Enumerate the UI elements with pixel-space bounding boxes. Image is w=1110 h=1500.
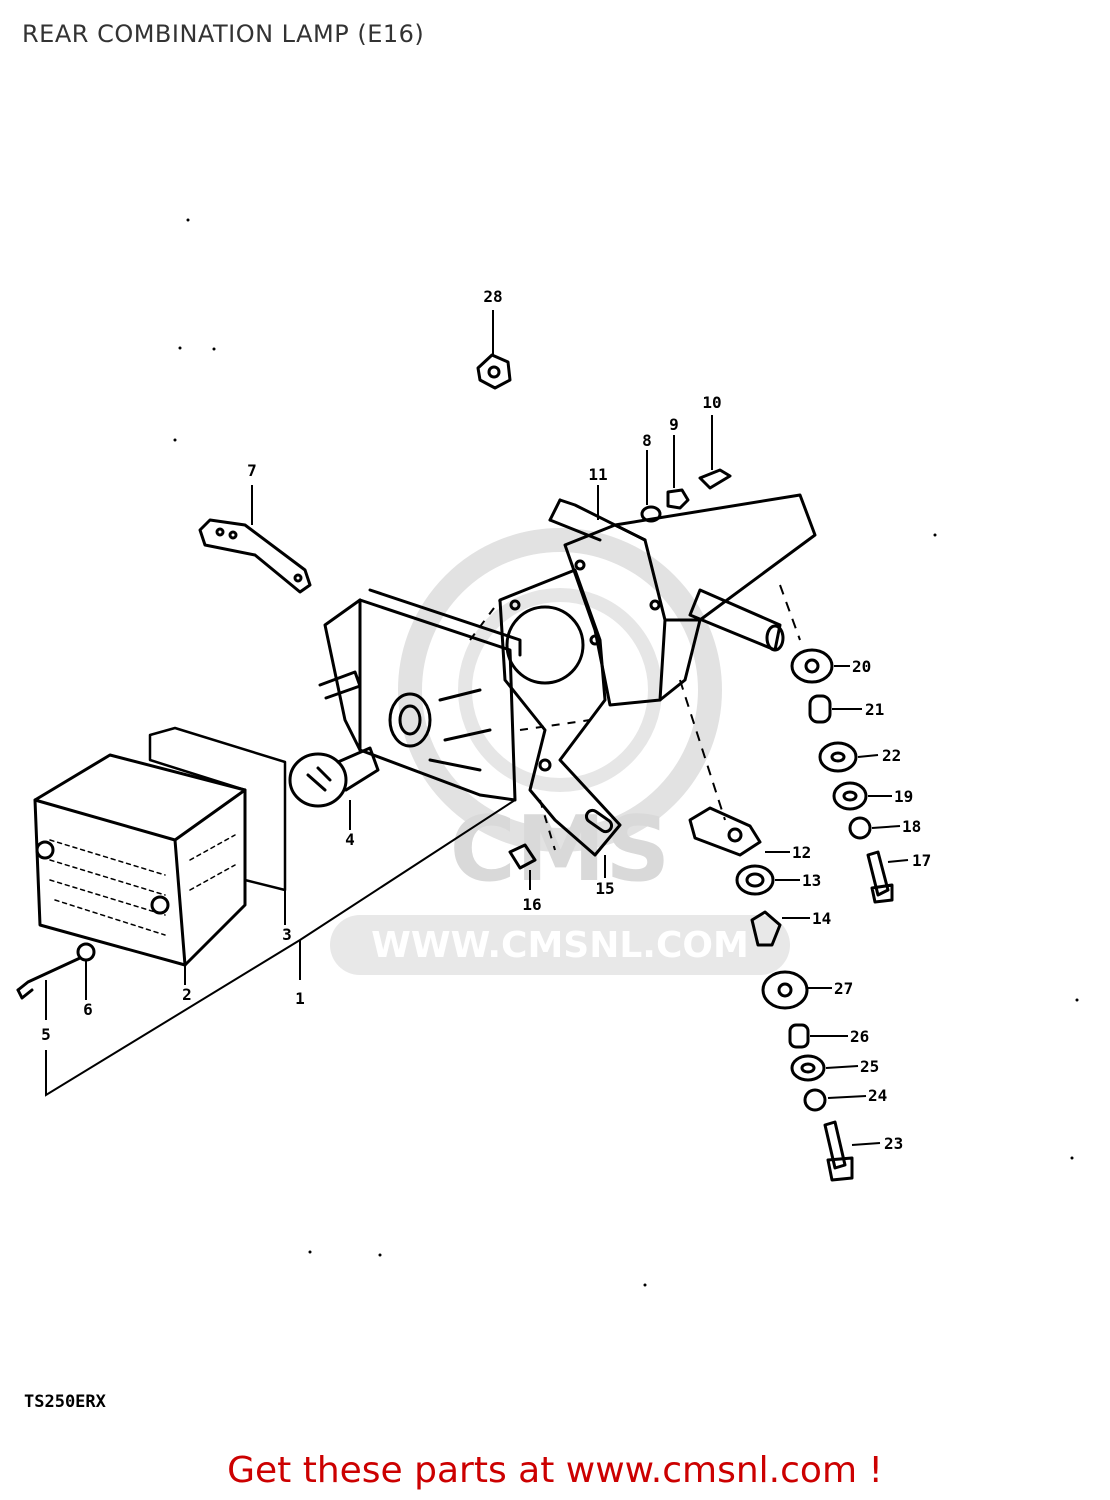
callout-21: 21 — [865, 700, 884, 719]
bolt-17 — [866, 850, 894, 904]
lamp-lens — [33, 753, 247, 967]
screw-16 — [508, 843, 537, 870]
callout-28: 28 — [483, 287, 502, 306]
callout-16: 16 — [522, 895, 541, 914]
collar-14 — [750, 910, 782, 947]
bulb — [288, 746, 380, 808]
nut-18 — [848, 816, 872, 840]
grommet-20 — [790, 648, 834, 684]
lamp-housing — [318, 588, 522, 802]
callout-5: 5 — [41, 1025, 51, 1044]
bolt-23 — [823, 1120, 854, 1182]
callout-22: 22 — [882, 746, 901, 765]
callout-11: 11 — [588, 465, 607, 484]
footer-link[interactable]: Get these parts at www.cmsnl.com ! — [227, 1450, 883, 1491]
callout-26: 26 — [850, 1027, 869, 1046]
callout-23: 23 — [884, 1134, 903, 1153]
callout-7: 7 — [247, 461, 257, 480]
page-title: REAR COMBINATION LAMP (E16) — [22, 20, 425, 48]
frame-11 — [548, 493, 817, 707]
cap-28 — [476, 353, 512, 390]
washer-22 — [818, 741, 858, 773]
bolt-5 — [16, 956, 82, 1000]
callout-17: 17 — [912, 851, 931, 870]
nut-6 — [76, 942, 96, 962]
watermark-url: WWW.CMSNL.COM — [371, 925, 749, 966]
callout-24: 24 — [868, 1086, 887, 1105]
screw-10 — [698, 468, 732, 490]
callout-9: 9 — [669, 415, 679, 434]
scan-specks — [173, 218, 1079, 1287]
callout-8: 8 — [642, 431, 652, 450]
washer-8 — [640, 505, 662, 523]
callout-1: 1 — [295, 989, 305, 1008]
callout-3: 3 — [282, 925, 292, 944]
callout-15: 15 — [595, 879, 614, 898]
washer-19 — [832, 781, 868, 811]
callout-14: 14 — [812, 909, 831, 928]
callout-2: 2 — [182, 985, 192, 1004]
callout-13: 13 — [802, 871, 821, 890]
callout-19: 19 — [894, 787, 913, 806]
grommet-27 — [761, 970, 809, 1010]
lamp-gasket — [148, 726, 287, 892]
callout-12: 12 — [792, 843, 811, 862]
leader-lines — [45, 310, 909, 1146]
callout-25: 25 — [860, 1057, 879, 1076]
bush-13 — [735, 864, 775, 896]
callout-10: 10 — [702, 393, 721, 412]
callout-labels: 1 2 3 4 5 6 7 8 9 10 11 12 13 14 15 16 1… — [41, 287, 931, 1153]
watermark-logo: CMS — [450, 797, 670, 902]
callout-18: 18 — [902, 817, 921, 836]
collar-26 — [788, 1023, 810, 1049]
nut-24 — [803, 1088, 827, 1112]
washer-25 — [790, 1054, 826, 1082]
collar-21 — [808, 694, 832, 724]
bracket-12 — [688, 806, 762, 857]
model-code: TS250ERX — [24, 1392, 106, 1412]
callout-4: 4 — [345, 830, 355, 849]
callout-6: 6 — [83, 1000, 93, 1019]
watermark: CMS WWW.CMSNL.COM — [330, 528, 790, 975]
nut-9 — [666, 488, 690, 510]
callout-27: 27 — [834, 979, 853, 998]
bracket-7 — [198, 518, 312, 594]
callout-20: 20 — [852, 657, 871, 676]
